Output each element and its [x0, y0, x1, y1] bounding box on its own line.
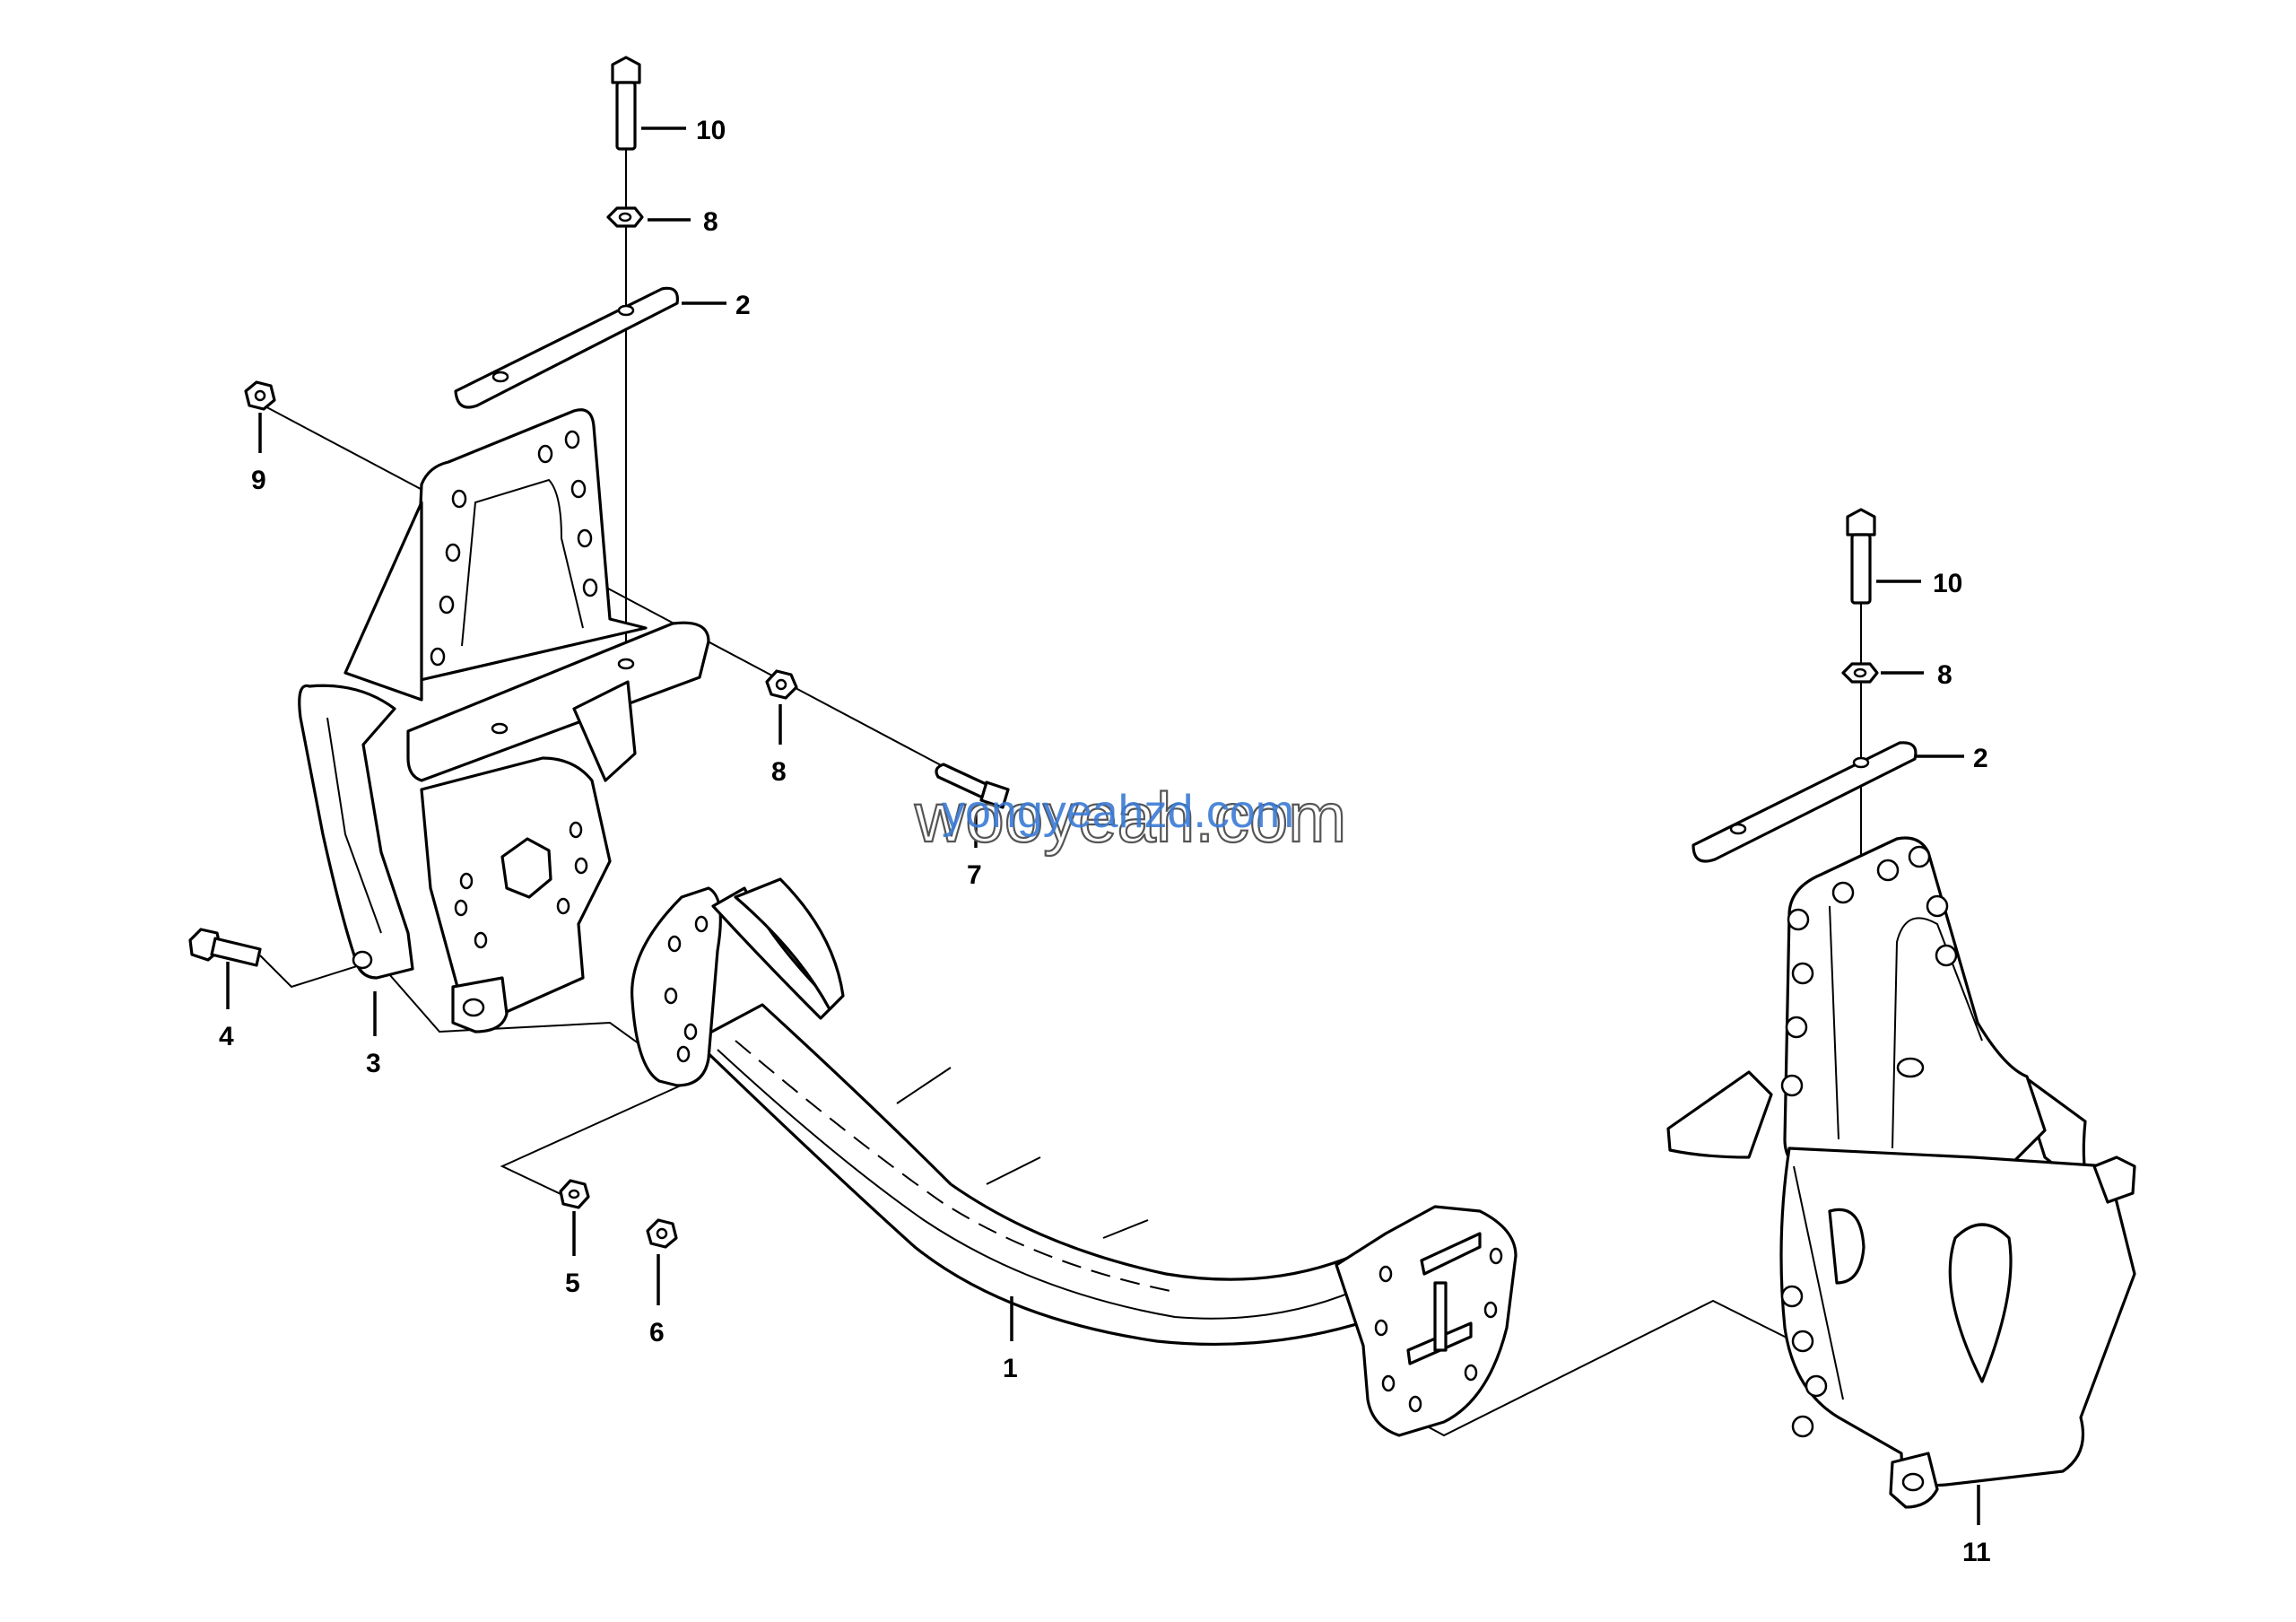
nut-8-top [606, 206, 644, 228]
nut-9 [244, 380, 276, 411]
callout-10-right: 10 [1933, 569, 1962, 598]
callout-labels: 10 8 2 9 8 7 4 3 5 6 1 10 8 2 11 [219, 116, 1991, 1567]
bracket-3-left [298, 408, 710, 1033]
plate-2-right [1692, 741, 1918, 863]
plate-2-top [454, 286, 679, 409]
watermark: wooyeah.com yongyeahzd.com [913, 777, 1347, 858]
callout-1: 1 [1003, 1354, 1018, 1383]
leader-lines [226, 126, 1980, 1525]
callout-2-right: 2 [1973, 744, 1988, 773]
callout-6: 6 [649, 1318, 665, 1347]
pin-7 [935, 763, 1010, 809]
bracket-11-bolt-heads [1780, 845, 1958, 1438]
bolt-10-top [611, 56, 641, 151]
callout-10-top: 10 [696, 116, 726, 145]
nut-6 [646, 1218, 678, 1249]
callout-8-right: 8 [1937, 660, 1952, 690]
callout-7: 7 [967, 860, 982, 890]
bracket-3-holes [430, 430, 635, 949]
callout-4: 4 [219, 1022, 234, 1051]
nut-8-mid [765, 669, 798, 700]
callout-8-mid: 8 [771, 757, 787, 787]
nut-8-right [1841, 662, 1879, 684]
callout-11: 11 [1962, 1538, 1991, 1567]
bolt-10-right [1846, 508, 1876, 605]
callout-2-top: 2 [735, 291, 751, 320]
callout-5: 5 [565, 1269, 580, 1298]
nut-5 [559, 1179, 590, 1209]
watermark-secondary: yongyeahzd.com [942, 786, 1294, 838]
callout-9: 9 [251, 466, 266, 495]
callout-8-top: 8 [703, 207, 718, 237]
callout-3: 3 [366, 1049, 381, 1078]
bracket-11-right [1666, 836, 2136, 1509]
watermark-primary: wooyeah.com [914, 778, 1346, 857]
bolt-4 [188, 928, 262, 967]
crossmember-1 [631, 877, 1518, 1437]
